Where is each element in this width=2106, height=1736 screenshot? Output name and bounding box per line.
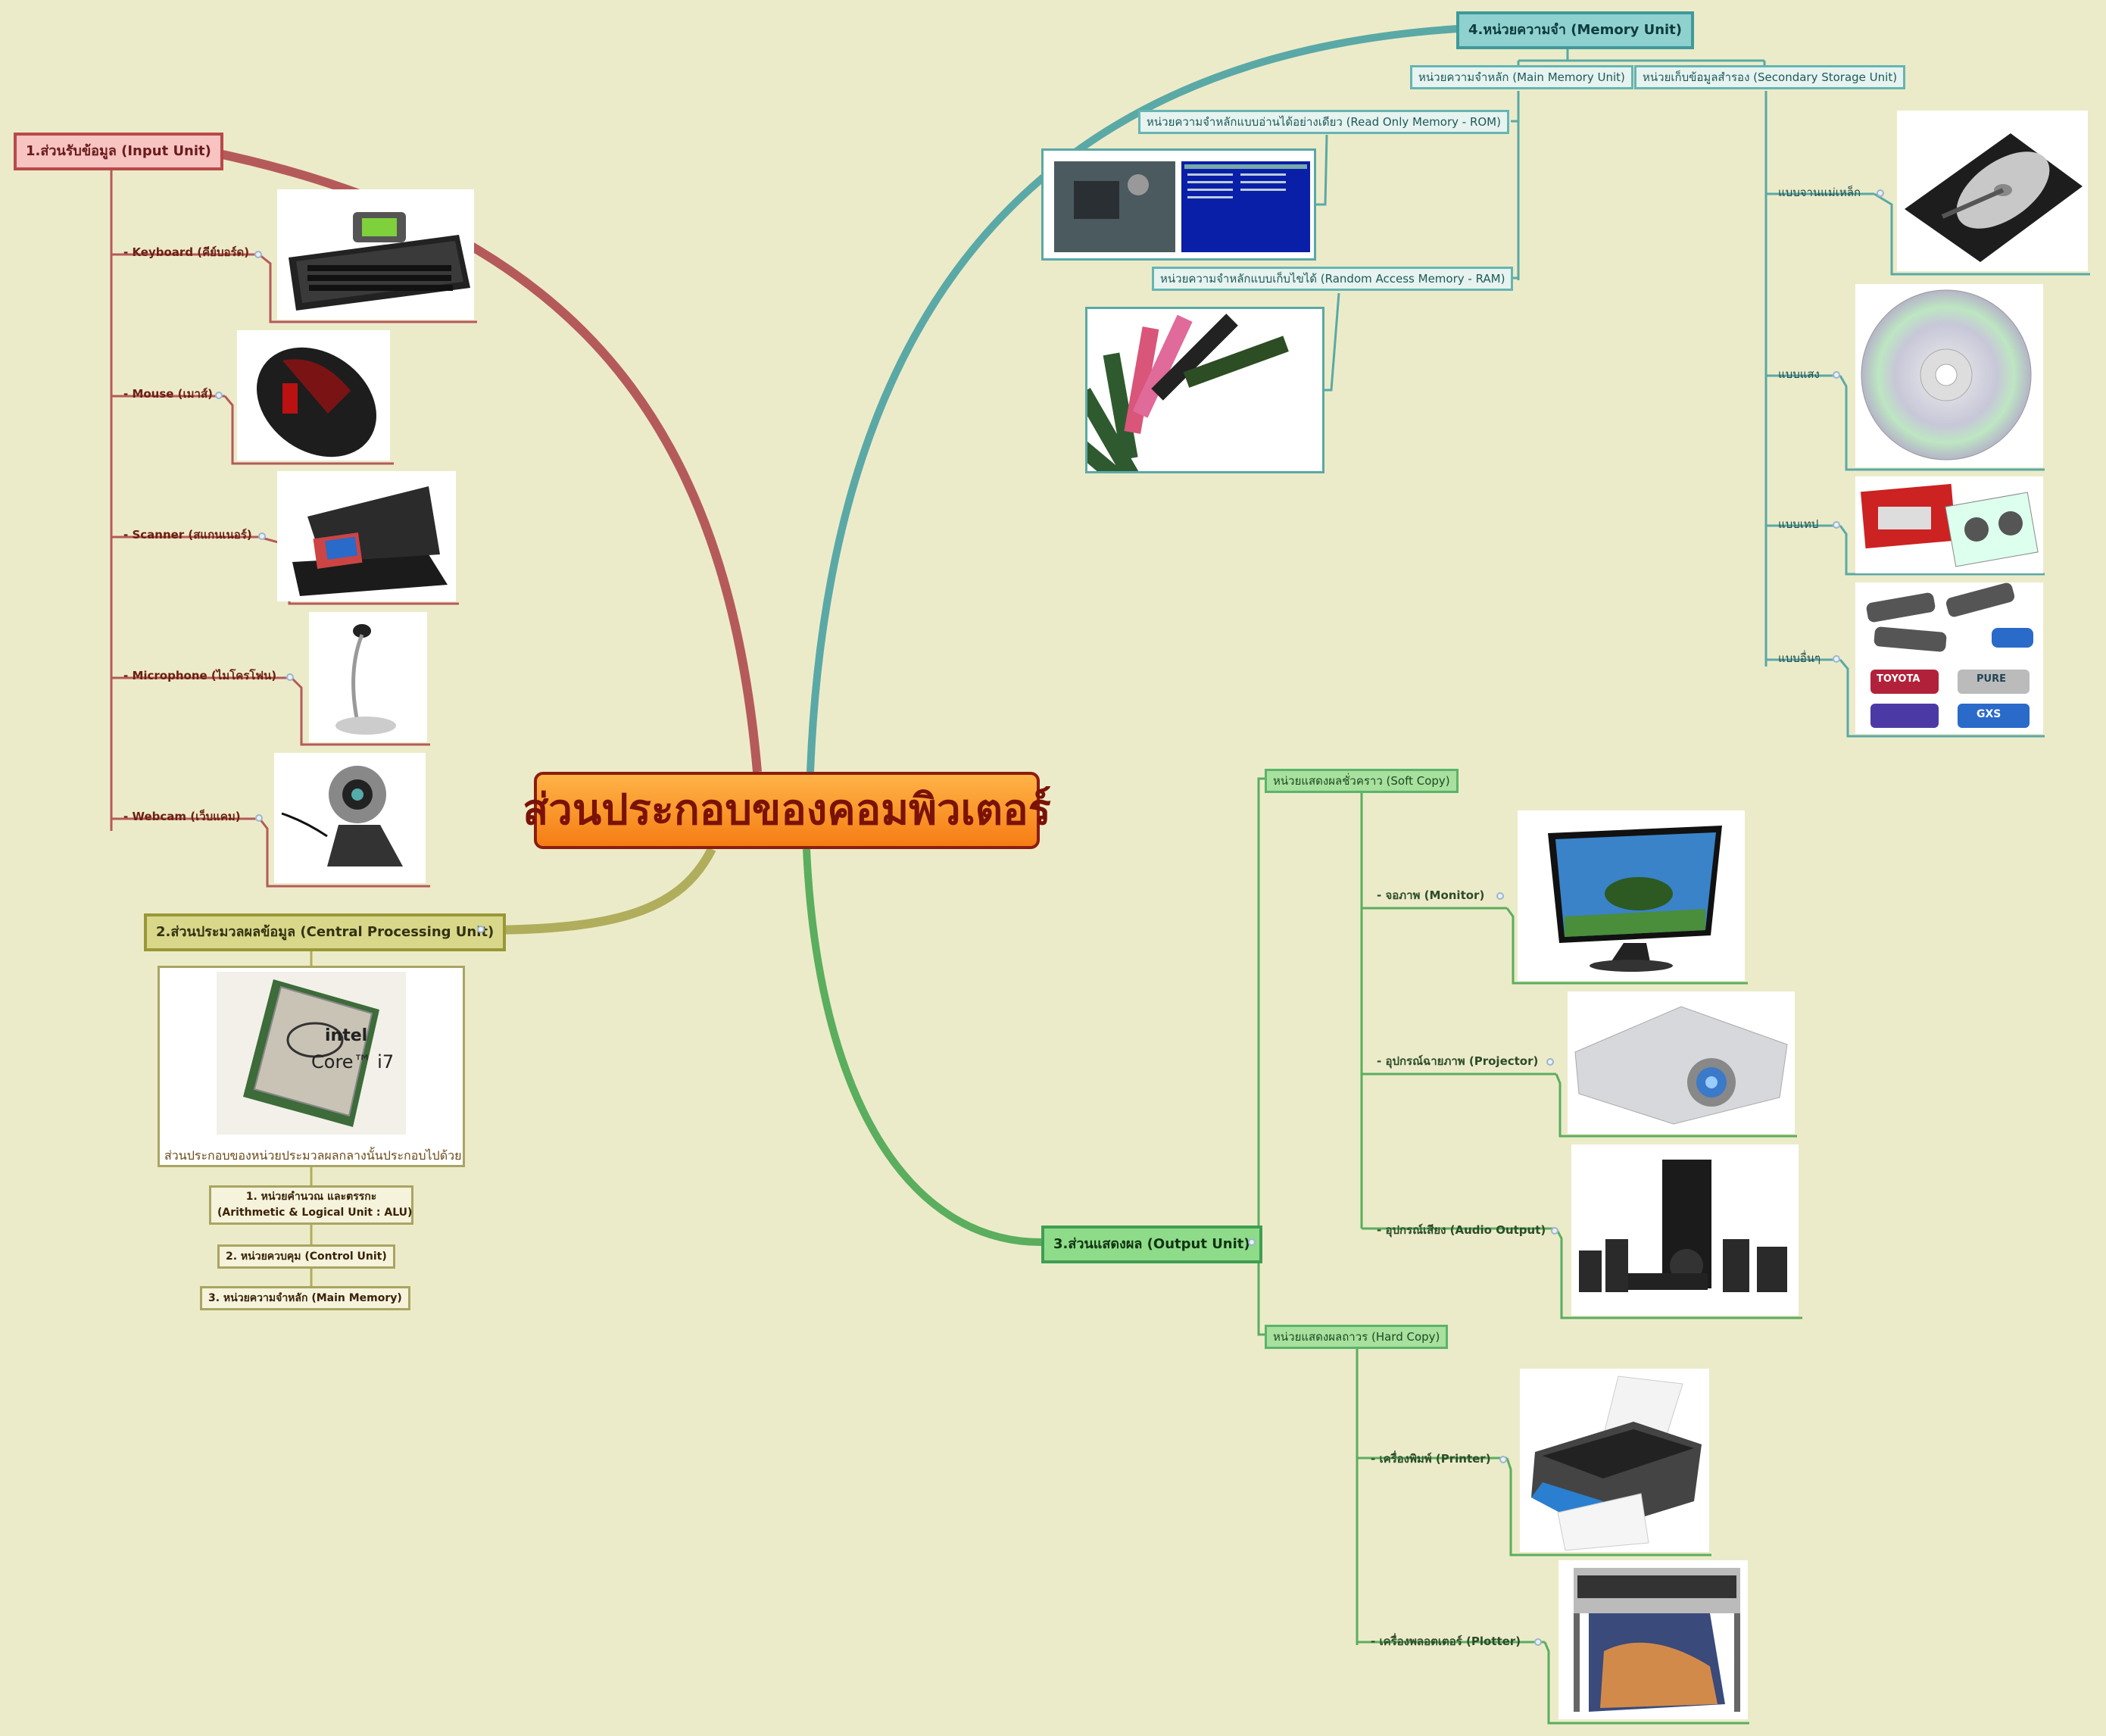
webcam-image xyxy=(274,753,426,883)
main-memory-unit-label: หน่วยความจำหลัก (Main Memory Unit) xyxy=(1418,70,1625,84)
rom-node[interactable]: หน่วยความจำหลักแบบอ่านได้อย่างเดียว (Rea… xyxy=(1138,110,1509,134)
hard-disk-image xyxy=(1897,111,2088,271)
input-unit-node[interactable]: 1.ส่วนรับข้อมูล (Input Unit) xyxy=(14,133,223,170)
alu-label-en: (Arithmetic & Logical Unit : ALU) xyxy=(217,1207,413,1219)
storage-optical[interactable]: แบบแสง xyxy=(1778,367,1820,382)
memory-unit-node[interactable]: 4.หน่วยความจำ (Memory Unit) xyxy=(1456,11,1695,49)
expand-dot[interactable] xyxy=(1248,1238,1256,1246)
storage-tape-label: แบบเทป xyxy=(1778,517,1819,531)
main-memory-node[interactable]: 3. หน่วยความจำหลัก (Main Memory) xyxy=(200,1286,410,1310)
expand-dot[interactable] xyxy=(254,251,262,258)
ram-label: หน่วยความจำหลักแบบเก็บไขได้ (Random Acce… xyxy=(1160,272,1505,286)
storage-other[interactable]: แบบอื่นๆ xyxy=(1778,651,1821,666)
alu-label: 1. หน่วยคำนวณ และตรรกะ xyxy=(245,1191,377,1203)
optical-disc-image xyxy=(1855,284,2043,467)
expand-dot[interactable] xyxy=(1833,371,1840,379)
cpu-brand: intel xyxy=(325,1026,368,1045)
output-unit-node[interactable]: 3.ส่วนแสดงผล (Output Unit) xyxy=(1041,1226,1262,1263)
plotter-label: - เครื่องพลอตเตอร์ (Plotter) xyxy=(1371,1635,1521,1648)
usb-label-gxs: GXS xyxy=(1977,708,2001,720)
usb-label-pure: PURE xyxy=(1977,673,2006,685)
expand-dot[interactable] xyxy=(1534,1638,1542,1646)
expand-dot[interactable] xyxy=(255,814,263,822)
expand-dot[interactable] xyxy=(1499,1456,1507,1463)
monitor-image xyxy=(1518,810,1745,981)
usb-drives-image: TOYOTA PURE GXS xyxy=(1855,582,2043,734)
soft-copy-label: หน่วยแสดงผลชั่วคราว (Soft Copy) xyxy=(1273,774,1450,788)
expand-dot[interactable] xyxy=(258,532,266,540)
keyboard-image xyxy=(277,189,474,320)
control-unit-node[interactable]: 2. หน่วยควบคุม (Control Unit) xyxy=(217,1244,395,1269)
cpu-chip-icon xyxy=(217,972,406,1135)
hard-copy-node[interactable]: หน่วยแสดงผลถาวร (Hard Copy) xyxy=(1265,1325,1449,1349)
main-memory-label: 3. หน่วยความจำหลัก (Main Memory) xyxy=(208,1292,402,1304)
input-unit-label: 1.ส่วนรับข้อมูล (Input Unit) xyxy=(26,143,211,159)
cpu-unit-node[interactable]: 2.ส่วนประมวลผลข้อมูล (Central Processing… xyxy=(144,913,507,951)
control-unit-label: 2. หน่วยควบคุม (Control Unit) xyxy=(226,1250,387,1263)
storage-magnetic-label: แบบจานแม่เหล็ก xyxy=(1778,186,1861,199)
rom-bios-image xyxy=(1041,148,1316,261)
input-item-mouse[interactable]: - Mouse (เมาส์) xyxy=(123,386,213,401)
output-item-plotter[interactable]: - เครื่องพลอตเตอร์ (Plotter) xyxy=(1371,1634,1521,1649)
monitor-label: - จอภาพ (Monitor) xyxy=(1377,888,1485,902)
storage-other-label: แบบอื่นๆ xyxy=(1778,651,1821,665)
main-memory-unit-node[interactable]: หน่วยความจำหลัก (Main Memory Unit) xyxy=(1410,65,1633,89)
ram-modules-image xyxy=(1085,307,1324,473)
microphone-label: - Microphone (ไมโครโฟน) xyxy=(123,669,277,682)
usb-label-toyota: TOYOTA xyxy=(1877,673,1920,685)
tape-image xyxy=(1855,476,2043,573)
mouse-label: - Mouse (เมาส์) xyxy=(123,387,213,401)
secondary-storage-label: หน่วยเก็บข้อมูลสำรอง (Secondary Storage … xyxy=(1643,70,1898,84)
output-item-audio[interactable]: - อุปกรณ์เสียง (Audio Output) xyxy=(1377,1222,1546,1238)
hard-copy-label: หน่วยแสดงผลถาวร (Hard Copy) xyxy=(1273,1330,1440,1344)
output-unit-label: 3.ส่วนแสดงผล (Output Unit) xyxy=(1053,1236,1250,1252)
projector-image xyxy=(1568,991,1795,1134)
mouse-image xyxy=(237,330,390,461)
storage-tape[interactable]: แบบเทป xyxy=(1778,517,1818,532)
memory-unit-label: 4.หน่วยความจำ (Memory Unit) xyxy=(1468,22,1683,38)
expand-dot[interactable] xyxy=(1833,655,1840,663)
output-item-projector[interactable]: - อุปกรณ์ฉายภาพ (Projector) xyxy=(1377,1054,1538,1069)
expand-dot[interactable] xyxy=(286,673,294,681)
printer-image xyxy=(1520,1369,1709,1552)
audio-speakers-image xyxy=(1571,1144,1799,1316)
expand-dot[interactable] xyxy=(1833,521,1840,529)
webcam-label: - Webcam (เว็บแคม) xyxy=(123,810,241,823)
cpu-caption: ส่วนประกอบของหน่วยประมวลผลกลางนั้นประกอบ… xyxy=(164,1148,462,1163)
ram-node[interactable]: หน่วยความจำหลักแบบเก็บไขได้ (Random Acce… xyxy=(1152,267,1514,291)
output-item-printer[interactable]: - เครื่องพิมพ์ (Printer) xyxy=(1371,1451,1491,1466)
secondary-storage-node[interactable]: หน่วยเก็บข้อมูลสำรอง (Secondary Storage … xyxy=(1634,65,1906,89)
scanner-image xyxy=(277,471,456,601)
input-item-webcam[interactable]: - Webcam (เว็บแคม) xyxy=(123,809,241,824)
expand-dot[interactable] xyxy=(1551,1227,1558,1235)
scanner-label: - Scanner (สแกนเนอร์) xyxy=(123,528,252,542)
central-topic[interactable]: ส่วนประกอบของคอมพิวเตอร์ xyxy=(523,772,1051,849)
plotter-image xyxy=(1558,1560,1748,1719)
printer-label: - เครื่องพิมพ์ (Printer) xyxy=(1371,1452,1491,1466)
expand-dot[interactable] xyxy=(215,392,223,399)
central-topic-label: ส่วนประกอบของคอมพิวเตอร์ xyxy=(523,785,1051,835)
cpu-model: Core™ i7 xyxy=(311,1051,395,1073)
expand-dot[interactable] xyxy=(477,926,485,933)
input-item-keyboard[interactable]: - Keyboard (คีย์บอร์ด) xyxy=(123,245,249,260)
audio-label: - อุปกรณ์เสียง (Audio Output) xyxy=(1377,1223,1546,1237)
storage-optical-label: แบบแสง xyxy=(1778,367,1820,381)
input-item-scanner[interactable]: - Scanner (สแกนเนอร์) xyxy=(123,527,252,542)
rom-label: หน่วยความจำหลักแบบอ่านได้อย่างเดียว (Rea… xyxy=(1147,115,1501,129)
expand-dot[interactable] xyxy=(1496,892,1504,900)
input-item-microphone[interactable]: - Microphone (ไมโครโฟน) xyxy=(123,668,276,683)
expand-dot[interactable] xyxy=(1877,189,1884,197)
keyboard-label: - Keyboard (คีย์บอร์ด) xyxy=(123,245,250,259)
expand-dot[interactable] xyxy=(1546,1058,1554,1066)
microphone-image xyxy=(309,612,427,742)
alu-node[interactable]: 1. หน่วยคำนวณ และตรรกะ (Arithmetic & Log… xyxy=(209,1185,413,1225)
projector-label: - อุปกรณ์ฉายภาพ (Projector) xyxy=(1377,1054,1539,1068)
soft-copy-node[interactable]: หน่วยแสดงผลชั่วคราว (Soft Copy) xyxy=(1265,769,1459,793)
cpu-image-box: intel Core™ i7 ส่วนประกอบของหน่วยประมวลผ… xyxy=(158,966,465,1167)
storage-magnetic[interactable]: แบบจานแม่เหล็ก xyxy=(1778,185,1861,200)
cpu-unit-label: 2.ส่วนประมวลผลข้อมูล (Central Processing… xyxy=(156,924,495,940)
output-item-monitor[interactable]: - จอภาพ (Monitor) xyxy=(1377,888,1484,903)
